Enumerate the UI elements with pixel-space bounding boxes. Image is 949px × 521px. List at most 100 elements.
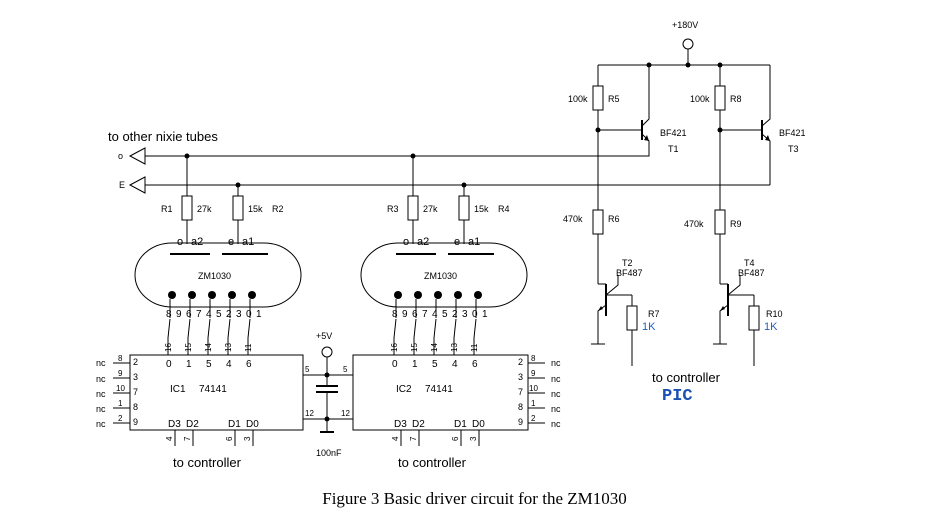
tube1-digit-6: 6 bbox=[186, 309, 192, 320]
ic2-top-pin-15: 15 bbox=[410, 343, 419, 352]
tube1-digit-5: 5 bbox=[216, 309, 222, 320]
ic2-right-out-3: 3 bbox=[518, 372, 523, 382]
r3-value: 27k bbox=[423, 204, 438, 214]
r4-value: 15k bbox=[474, 204, 489, 214]
ic2-right-pin-9: 9 bbox=[531, 369, 536, 378]
r5-resistor bbox=[592, 85, 604, 111]
ic1-left-out-9: 9 bbox=[133, 417, 138, 427]
ic1-bottom-pin-4: 4 bbox=[165, 436, 174, 441]
tube2-digit-6: 6 bbox=[412, 309, 418, 320]
tube2-digit-5: 5 bbox=[442, 309, 448, 320]
driver-e: 100k R8 BF421 T3 470k R9 T4 BF487 R10 1K bbox=[684, 65, 806, 366]
ic1-nc-0: nc bbox=[96, 358, 106, 368]
ic1-out-1: 1 bbox=[186, 359, 192, 370]
r10-resistor bbox=[748, 305, 760, 331]
pic-controller: to controller PIC bbox=[652, 370, 721, 406]
t1-name: T1 bbox=[668, 144, 679, 154]
ic1-top-pin-13: 13 bbox=[224, 343, 233, 352]
ic1-nc-1: nc bbox=[96, 374, 106, 384]
pic-controller-label: to controller bbox=[652, 370, 721, 385]
tube2-digit-1: 1 bbox=[482, 309, 488, 320]
ic2-in-d0: D0 bbox=[472, 419, 485, 430]
ic2-gnd-pin: 12 bbox=[341, 409, 350, 418]
tube2-digit-2: 2 bbox=[452, 309, 458, 320]
ic1-top-pin-15: 15 bbox=[184, 343, 193, 352]
r5-value: 100k bbox=[568, 94, 588, 104]
r4-resistor bbox=[458, 195, 470, 221]
ic2-nc-0: nc bbox=[551, 358, 561, 368]
tube1-anode-label-a1: a1 bbox=[242, 236, 254, 248]
r1-resistor bbox=[181, 195, 193, 221]
r2-value: 15k bbox=[248, 204, 263, 214]
hv-supply-label: +180V bbox=[672, 20, 698, 30]
t1-type: BF421 bbox=[660, 128, 687, 138]
ic2-name: IC2 bbox=[396, 384, 412, 395]
ic2-nc-2: nc bbox=[551, 389, 561, 399]
tube2-anode-label-a2: a2 bbox=[417, 236, 429, 248]
r6-value: 470k bbox=[563, 214, 583, 224]
ic1-left-pin-2: 2 bbox=[118, 414, 123, 423]
t3-type: BF421 bbox=[779, 128, 806, 138]
r9-value: 470k bbox=[684, 219, 704, 229]
ic2-bottom-pin-7: 7 bbox=[409, 436, 418, 441]
tube2-anode-label-a1: a1 bbox=[468, 236, 480, 248]
ic1-in-d2: D2 bbox=[186, 419, 199, 430]
ic1-top-pin-14: 14 bbox=[204, 343, 213, 352]
ic2-right-pin-8: 8 bbox=[531, 354, 536, 363]
tube2-label: ZM1030 bbox=[424, 271, 457, 281]
ic2-right-pin-1: 1 bbox=[531, 399, 536, 408]
bus-header: to other nixie tubes bbox=[108, 129, 218, 144]
ic2-right-out-9: 9 bbox=[518, 417, 523, 427]
r3-resistor bbox=[407, 195, 419, 221]
driver-o: 100k R5 BF421 T1 470k R6 T2 BF487 R7 1K bbox=[563, 65, 687, 366]
ic1-bottom-pin-6: 6 bbox=[225, 436, 234, 441]
r6-resistor bbox=[592, 209, 604, 235]
r7-value: 1K bbox=[642, 321, 656, 333]
tube1-digit-8: 8 bbox=[166, 309, 172, 320]
tube1-digit-4: 4 bbox=[206, 309, 212, 320]
figure-caption: Figure 3 Basic driver circuit for the ZM… bbox=[322, 489, 627, 508]
tube1-digit-0: 0 bbox=[246, 309, 252, 320]
ic1-vcc-pin: 5 bbox=[305, 365, 310, 374]
bus-o-arrow bbox=[128, 147, 146, 165]
ic2-right-out-7: 7 bbox=[518, 387, 523, 397]
power-decoupling: +5V 5 5 12 12 100nF bbox=[303, 331, 353, 458]
r8-value: 100k bbox=[690, 94, 710, 104]
ic1-name: IC1 bbox=[170, 384, 186, 395]
ic1-left-pin-10: 10 bbox=[116, 384, 125, 393]
ic1-gnd-pin: 12 bbox=[305, 409, 314, 418]
tube2-envelope bbox=[360, 242, 528, 308]
bus-e-arrow bbox=[128, 176, 146, 194]
ic1-top-pin-16: 16 bbox=[164, 343, 173, 352]
r7-resistor bbox=[626, 305, 638, 331]
ic1-nc-3: nc bbox=[96, 404, 106, 414]
ic2-nc-1: nc bbox=[551, 374, 561, 384]
ic1-left-out-8: 8 bbox=[133, 402, 138, 412]
ic1-out-4: 4 bbox=[226, 359, 232, 370]
ic1-left-pin-9: 9 bbox=[118, 369, 123, 378]
ic2-top-pin-16: 16 bbox=[390, 343, 399, 352]
ic2-body bbox=[352, 354, 529, 431]
tube2-anode-label-o: o bbox=[403, 236, 409, 248]
ic2-right-out-2: 2 bbox=[518, 357, 523, 367]
r10-value: 1K bbox=[764, 321, 778, 333]
tube2-digit-4: 4 bbox=[432, 309, 438, 320]
ic1-bottom-pin-3: 3 bbox=[243, 436, 252, 441]
ic1-left-pin-1: 1 bbox=[118, 399, 123, 408]
ic2-top-pin-13: 13 bbox=[450, 343, 459, 352]
ic1-in-d3: D3 bbox=[168, 419, 181, 430]
tube2-digit-3: 3 bbox=[462, 309, 468, 320]
ic2-nc-4: nc bbox=[551, 419, 561, 429]
r7-name: R7 bbox=[648, 309, 660, 319]
ic2-right-pin-10: 10 bbox=[529, 384, 538, 393]
ic1-body bbox=[129, 354, 304, 431]
tube2-digit-0: 0 bbox=[472, 309, 478, 320]
ic2-nc-3: nc bbox=[551, 404, 561, 414]
bus-e-label: E bbox=[119, 180, 125, 190]
r1-name: R1 bbox=[161, 204, 173, 214]
r10-name: R10 bbox=[766, 309, 783, 319]
bus-lines: to other nixie tubes o E bbox=[108, 129, 770, 194]
ic1-in-d1: D1 bbox=[228, 419, 241, 430]
r6-name: R6 bbox=[608, 214, 620, 224]
